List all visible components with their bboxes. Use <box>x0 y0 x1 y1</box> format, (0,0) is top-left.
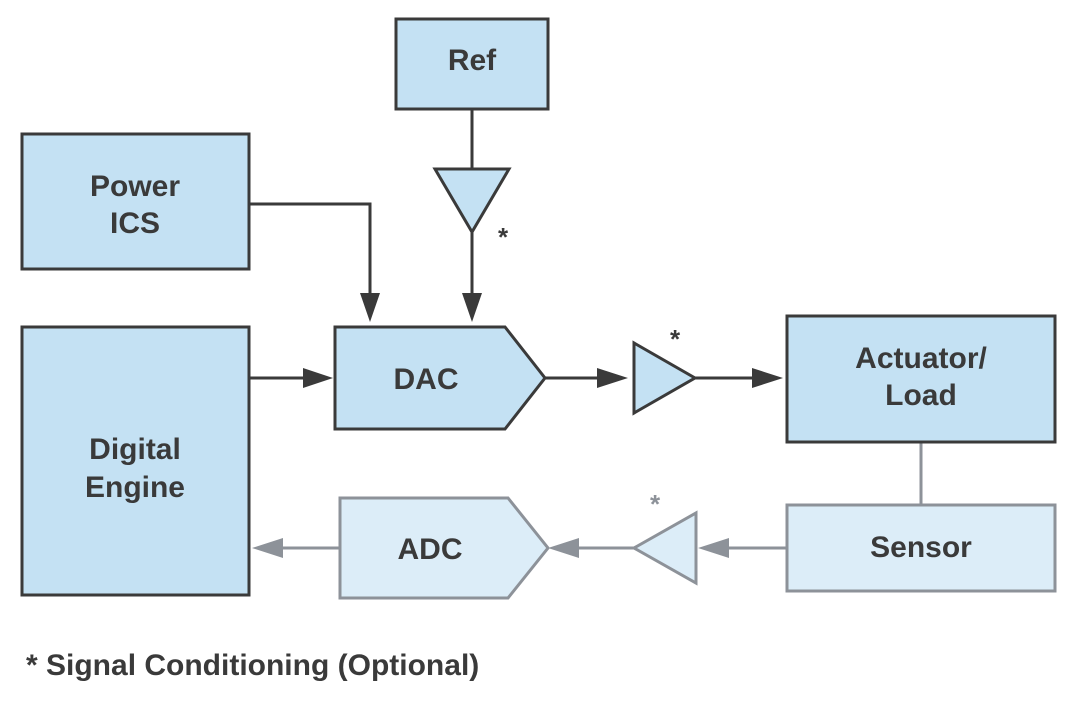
footnote-signal-conditioning: * Signal Conditioning (Optional) <box>26 649 479 682</box>
wire-power-to-dac <box>249 202 372 296</box>
ref-amplifier-marker: * <box>498 222 509 252</box>
ref-label: Ref <box>448 44 497 77</box>
arrowhead-into-dac-amp <box>597 368 628 388</box>
power-ics-label-line2: ICS <box>110 207 160 240</box>
sensor-amplifier-triangle <box>630 510 698 586</box>
dac-amplifier-triangle <box>632 340 699 416</box>
adc-block <box>338 496 550 600</box>
arrowhead-into-adc <box>548 538 579 558</box>
digital-engine-label-line1: Digital <box>89 433 181 466</box>
ref-amplifier-triangle <box>432 167 512 235</box>
actuator-load-label-line1: Actuator/ <box>855 342 987 375</box>
actuator-load-block <box>785 314 1057 444</box>
arrowhead-into-dac-from-digital <box>303 368 333 388</box>
arrowhead-into-dac-from-power <box>360 293 380 322</box>
sensor-block <box>785 503 1057 593</box>
sensor-amplifier-marker: * <box>650 489 661 519</box>
arrowhead-into-digital-engine <box>252 538 283 558</box>
power-ics-block <box>20 132 251 271</box>
digital-engine-label-line2: Engine <box>85 471 185 504</box>
adc-label: ADC <box>398 533 463 566</box>
arrowhead-into-dac-from-ref <box>462 293 482 322</box>
dac-block <box>333 325 547 431</box>
sensor-label: Sensor <box>870 531 972 564</box>
digital-engine-block <box>20 325 251 597</box>
arrowhead-into-actuator <box>752 368 783 388</box>
dac-label: DAC <box>394 363 459 396</box>
dac-amplifier-marker: * <box>670 324 681 354</box>
arrowhead-into-sensor-amp <box>698 538 729 558</box>
ref-block <box>394 17 550 111</box>
power-ics-label-line1: Power <box>90 170 180 203</box>
actuator-load-label-line2: Load <box>885 379 957 412</box>
